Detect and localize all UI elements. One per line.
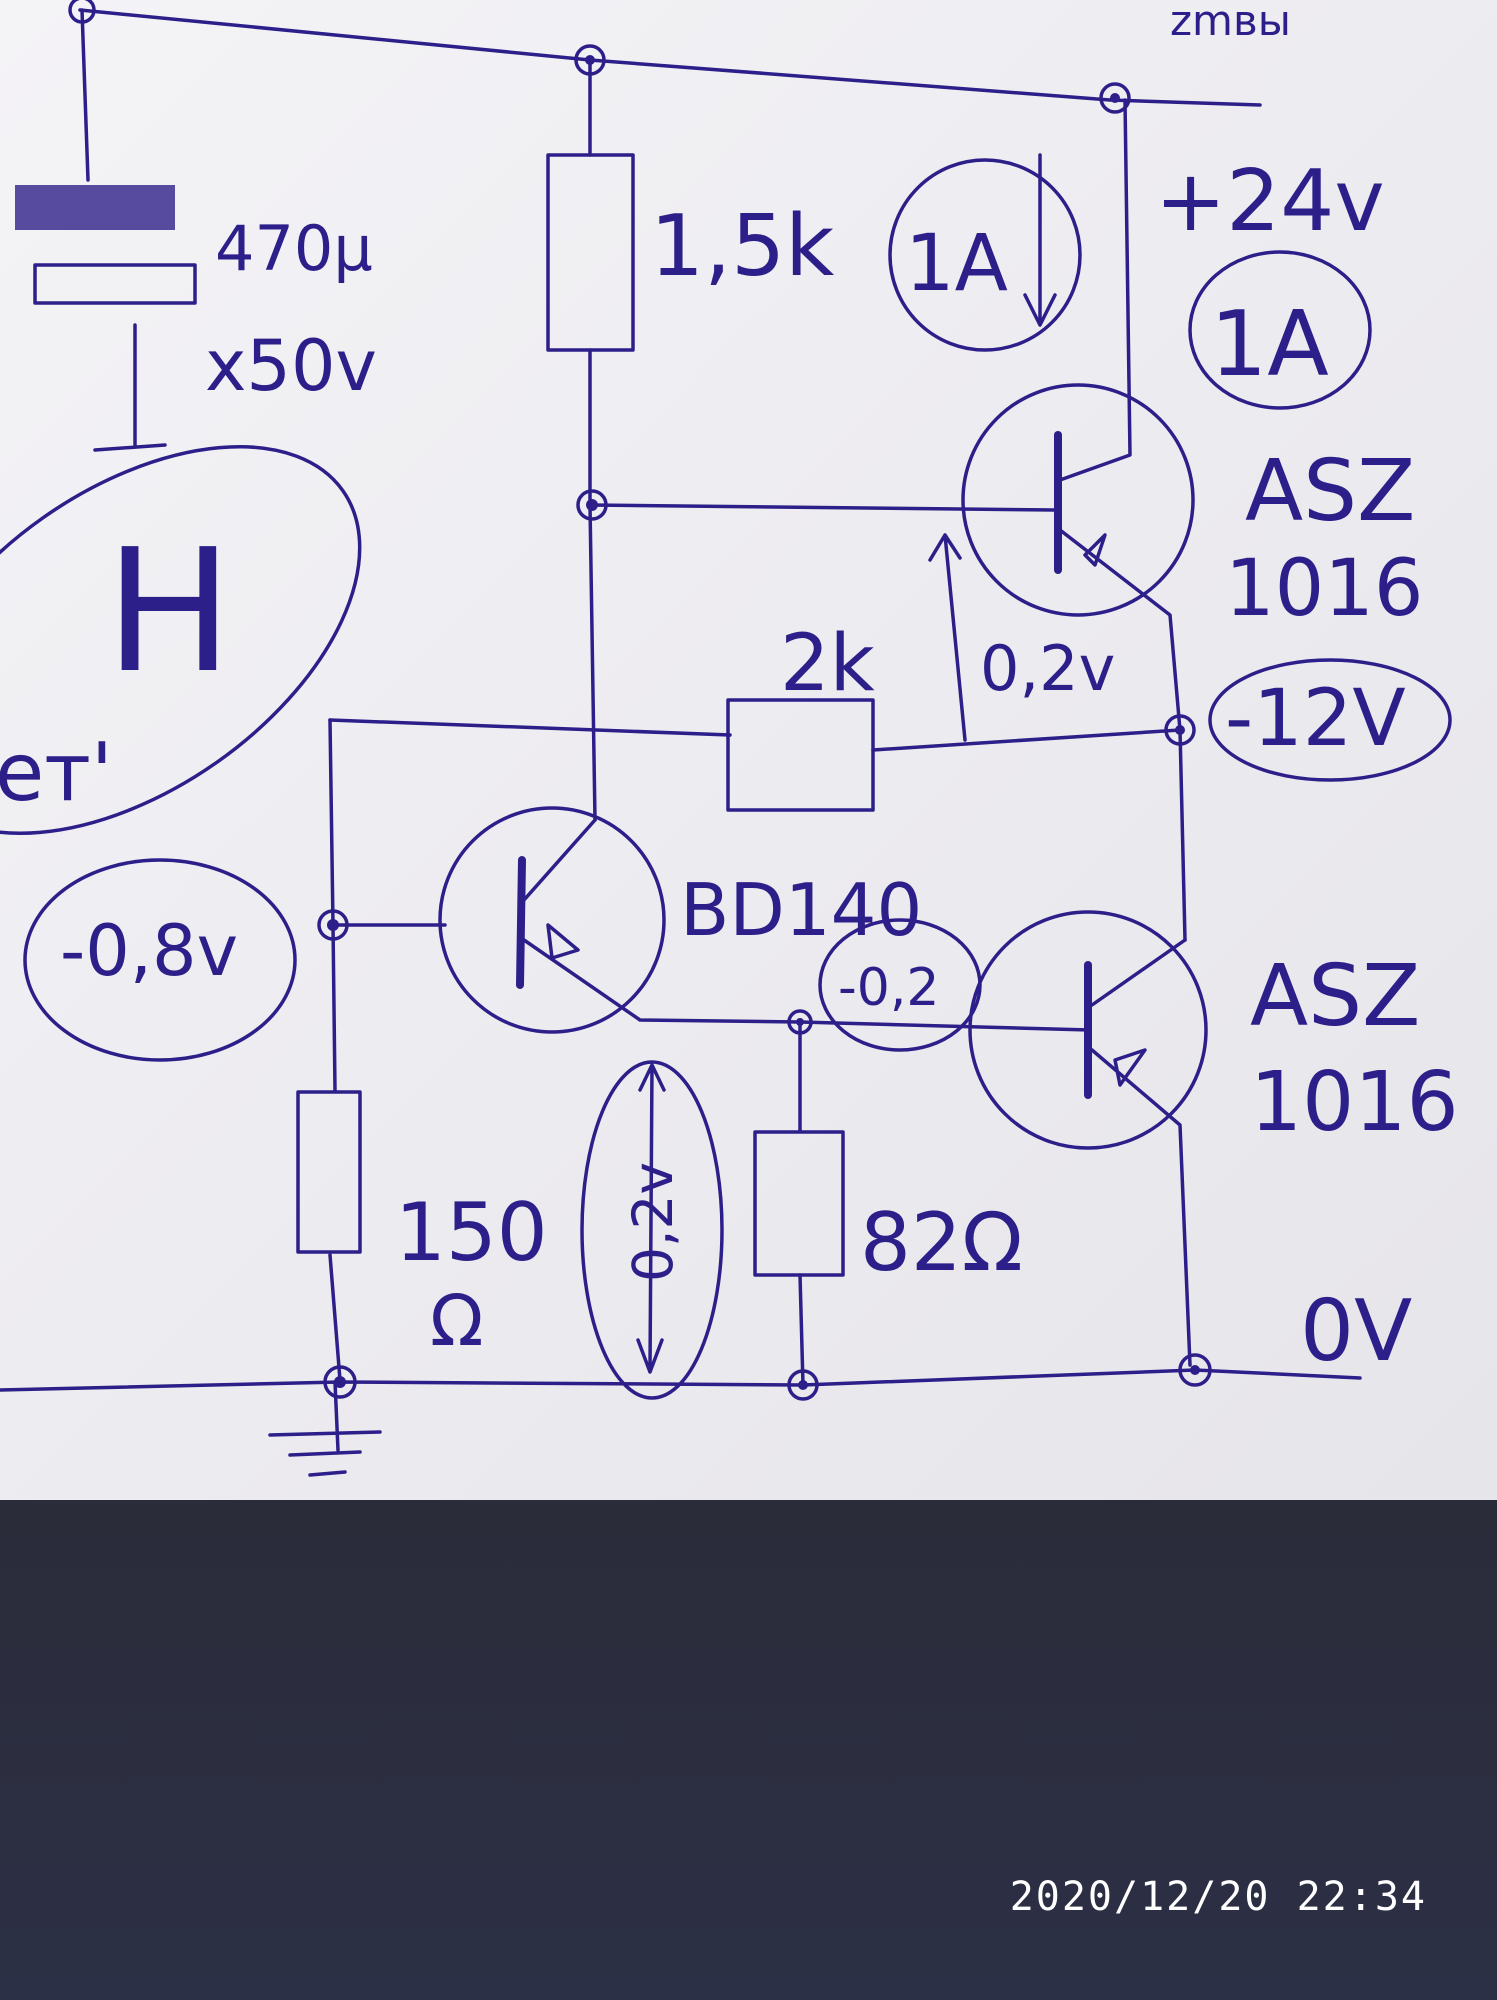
supply-voltage-label: +24v xyxy=(1155,152,1385,251)
transistor-mid-collector xyxy=(522,818,597,902)
top-scribble-label: zmвы xyxy=(1170,0,1291,45)
transistor-bot-circle xyxy=(968,910,1208,1150)
minus12-ellipse xyxy=(1208,658,1452,782)
transistor-mid-circle xyxy=(438,806,666,1034)
partial-text-label: ет' xyxy=(0,726,113,819)
r-right-value-label: 82Ω xyxy=(860,1196,1023,1289)
r-right-body xyxy=(753,1130,845,1277)
r-mid-value-label: 2k xyxy=(780,619,875,709)
transistor-top-num-label: 1016 xyxy=(1225,544,1424,634)
nodes xyxy=(68,0,1212,1401)
current-circle-1 xyxy=(888,158,1082,352)
voltage-02-arrow xyxy=(928,533,967,742)
left-vertical-wire xyxy=(328,718,342,1382)
transistor-mid-emitter xyxy=(522,938,802,1024)
ground-rail-wire xyxy=(0,1368,1362,1392)
transistor-top-circle xyxy=(961,383,1195,617)
transistor-bot-emitter xyxy=(1090,1048,1192,1367)
ground-voltage-label: 0V xyxy=(1300,1282,1412,1381)
r-left-body xyxy=(296,1090,362,1254)
current-1-label: 1A xyxy=(905,219,1008,309)
r-top-body xyxy=(546,153,635,352)
transistor-bot-collector xyxy=(1090,938,1187,1007)
r-right-wire xyxy=(798,1020,805,1387)
r-mid-wire-right xyxy=(871,728,1182,752)
r-top-wire xyxy=(588,58,597,822)
capacitor-plate-bottom xyxy=(33,263,197,305)
minus12-wire xyxy=(1178,728,1187,942)
transistor-top-type-label: ASZ xyxy=(1245,442,1415,541)
transistor-bot-arrow xyxy=(1113,1048,1147,1087)
capacitor-plate-top xyxy=(15,185,175,230)
transistor-bot-num-label: 1016 xyxy=(1250,1055,1459,1150)
supply-rail-wire xyxy=(78,8,1262,107)
left-top-wire xyxy=(80,8,90,182)
r-left-unit-label: Ω xyxy=(430,1280,484,1362)
ground-symbol xyxy=(268,1380,382,1477)
capacitor-voltage-label: x50v xyxy=(205,325,377,407)
minus08-ellipse xyxy=(23,858,297,1062)
current-2-label: 1A xyxy=(1210,292,1329,397)
letter-h-label: H xyxy=(105,513,233,711)
capacitor-lead xyxy=(93,323,167,452)
r-mid-body xyxy=(726,698,875,812)
current-circle-2 xyxy=(1188,250,1372,410)
r-top-value-label: 1,5k xyxy=(650,197,834,296)
base-wire-top xyxy=(588,503,1057,512)
voltage-small-label: 0,2v xyxy=(621,1162,685,1282)
transistor-mid-base xyxy=(516,856,526,989)
base-wire-bot xyxy=(798,1020,1092,1032)
voltage-12-label: -12V xyxy=(1225,674,1406,764)
transistor-mid-type-label: BD140 xyxy=(680,868,922,952)
transistor-top-arrow xyxy=(1083,533,1107,567)
voltage-small-arrow xyxy=(636,1063,666,1374)
transistor-mid-arrow xyxy=(546,923,580,960)
voltage-small-ellipse xyxy=(580,1060,724,1400)
photo-timestamp: 2020/12/20 22:34 xyxy=(1009,1874,1427,1920)
voltage-minus02-label: -0,2 xyxy=(838,958,939,1018)
transistor-top-collector xyxy=(1058,98,1132,482)
h-ellipse xyxy=(0,445,362,835)
r-mid-wire-left xyxy=(328,718,732,737)
paper-sheet xyxy=(0,0,1497,1500)
voltage-08-label: -0,8v xyxy=(60,910,238,992)
voltage-02-label: 0,2v xyxy=(980,632,1115,705)
capacitor-value-label: 470μ xyxy=(215,212,373,285)
current-arrow-1 xyxy=(1023,153,1057,327)
transistor-bot-type-label: ASZ xyxy=(1250,947,1420,1046)
r-left-value-label: 150 xyxy=(395,1186,548,1279)
